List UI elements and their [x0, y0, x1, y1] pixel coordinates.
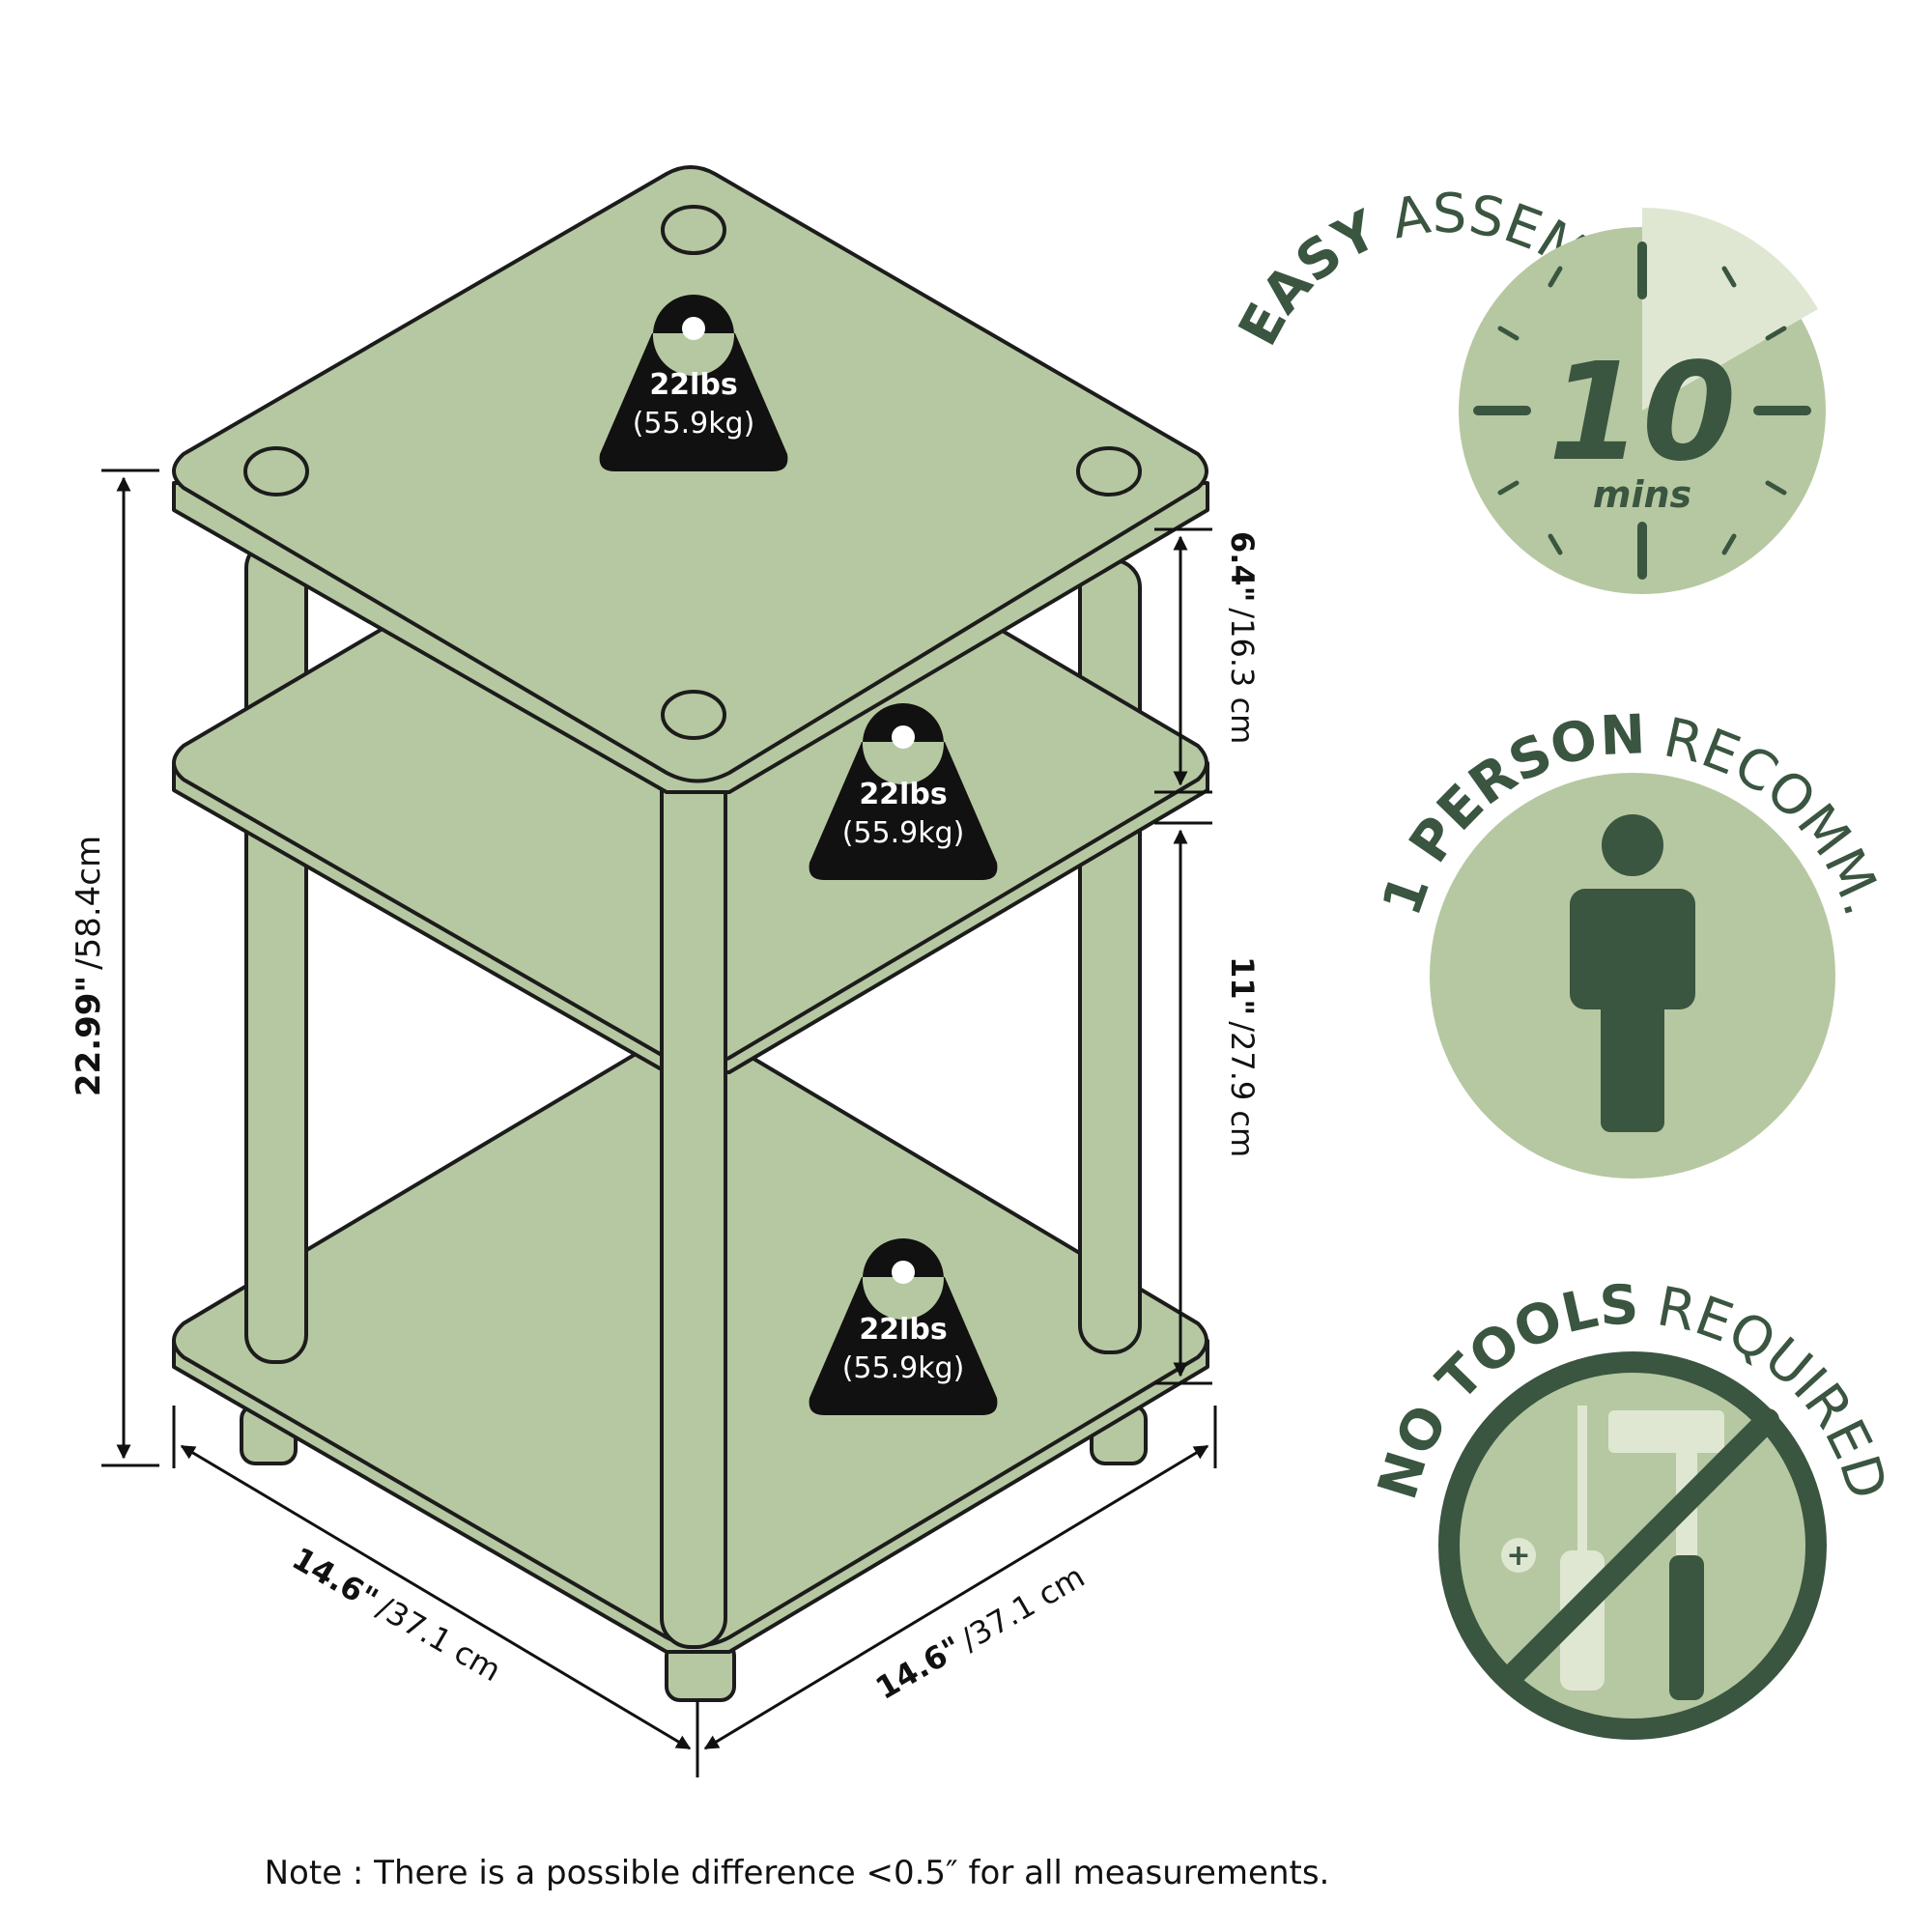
width-line [703, 1444, 1209, 1750]
depth-label: 14.6"/37.1 cm [286, 1540, 507, 1689]
post-cap-left [243, 446, 309, 497]
top-gap-label: 6.4"/16.3 cm [1224, 531, 1261, 744]
weight-icon [809, 703, 998, 880]
clock-icon: 10 mins [1459, 207, 1826, 594]
depth-line [180, 1444, 692, 1750]
width-label: 14.6"/37.1 cm [869, 1558, 1091, 1707]
measurement-note: Note : There is a possible difference <0… [265, 1854, 1330, 1892]
rear-post-left [244, 539, 308, 1364]
weight-lbs: 22lbs [859, 778, 947, 811]
bottom-gap-label: 11"/27.9 cm [1224, 956, 1261, 1157]
assembly-minutes: 10 [1548, 334, 1737, 492]
weight-badge-middle: 22lbs (55.9kg) [809, 703, 998, 880]
weight-lbs: 22lbs [859, 1313, 947, 1347]
rear-post-right [1078, 558, 1142, 1354]
post-cap-front [661, 690, 726, 740]
weight-badge-bottom: 22lbs (55.9kg) [809, 1238, 998, 1415]
post-cap-right [1076, 446, 1142, 497]
weight-icon [599, 295, 788, 471]
weight-icon [809, 1238, 998, 1415]
weight-kg: (55.9kg) [842, 816, 965, 850]
weight-badge-top: 22lbs (55.9kg) [599, 295, 788, 471]
person-icon [1570, 814, 1695, 1132]
front-post [660, 756, 727, 1649]
dimension-lines [101, 469, 1217, 1777]
top-shelf-top [172, 165, 1208, 783]
easy-assembly-badge: EASYASSEMBLY 10 mins [1227, 183, 1826, 594]
post-cap-back [661, 205, 726, 255]
weight-lbs: 22lbs [649, 368, 737, 402]
weight-kg: (55.9kg) [842, 1351, 965, 1385]
weight-kg: (55.9kg) [633, 407, 755, 440]
assembly-unit: mins [1593, 473, 1691, 516]
svg-text:+: + [1506, 1539, 1530, 1573]
no-tools-icon: + [1438, 1351, 1827, 1740]
total-height-label: 22.99"/58.4cm [70, 836, 108, 1096]
